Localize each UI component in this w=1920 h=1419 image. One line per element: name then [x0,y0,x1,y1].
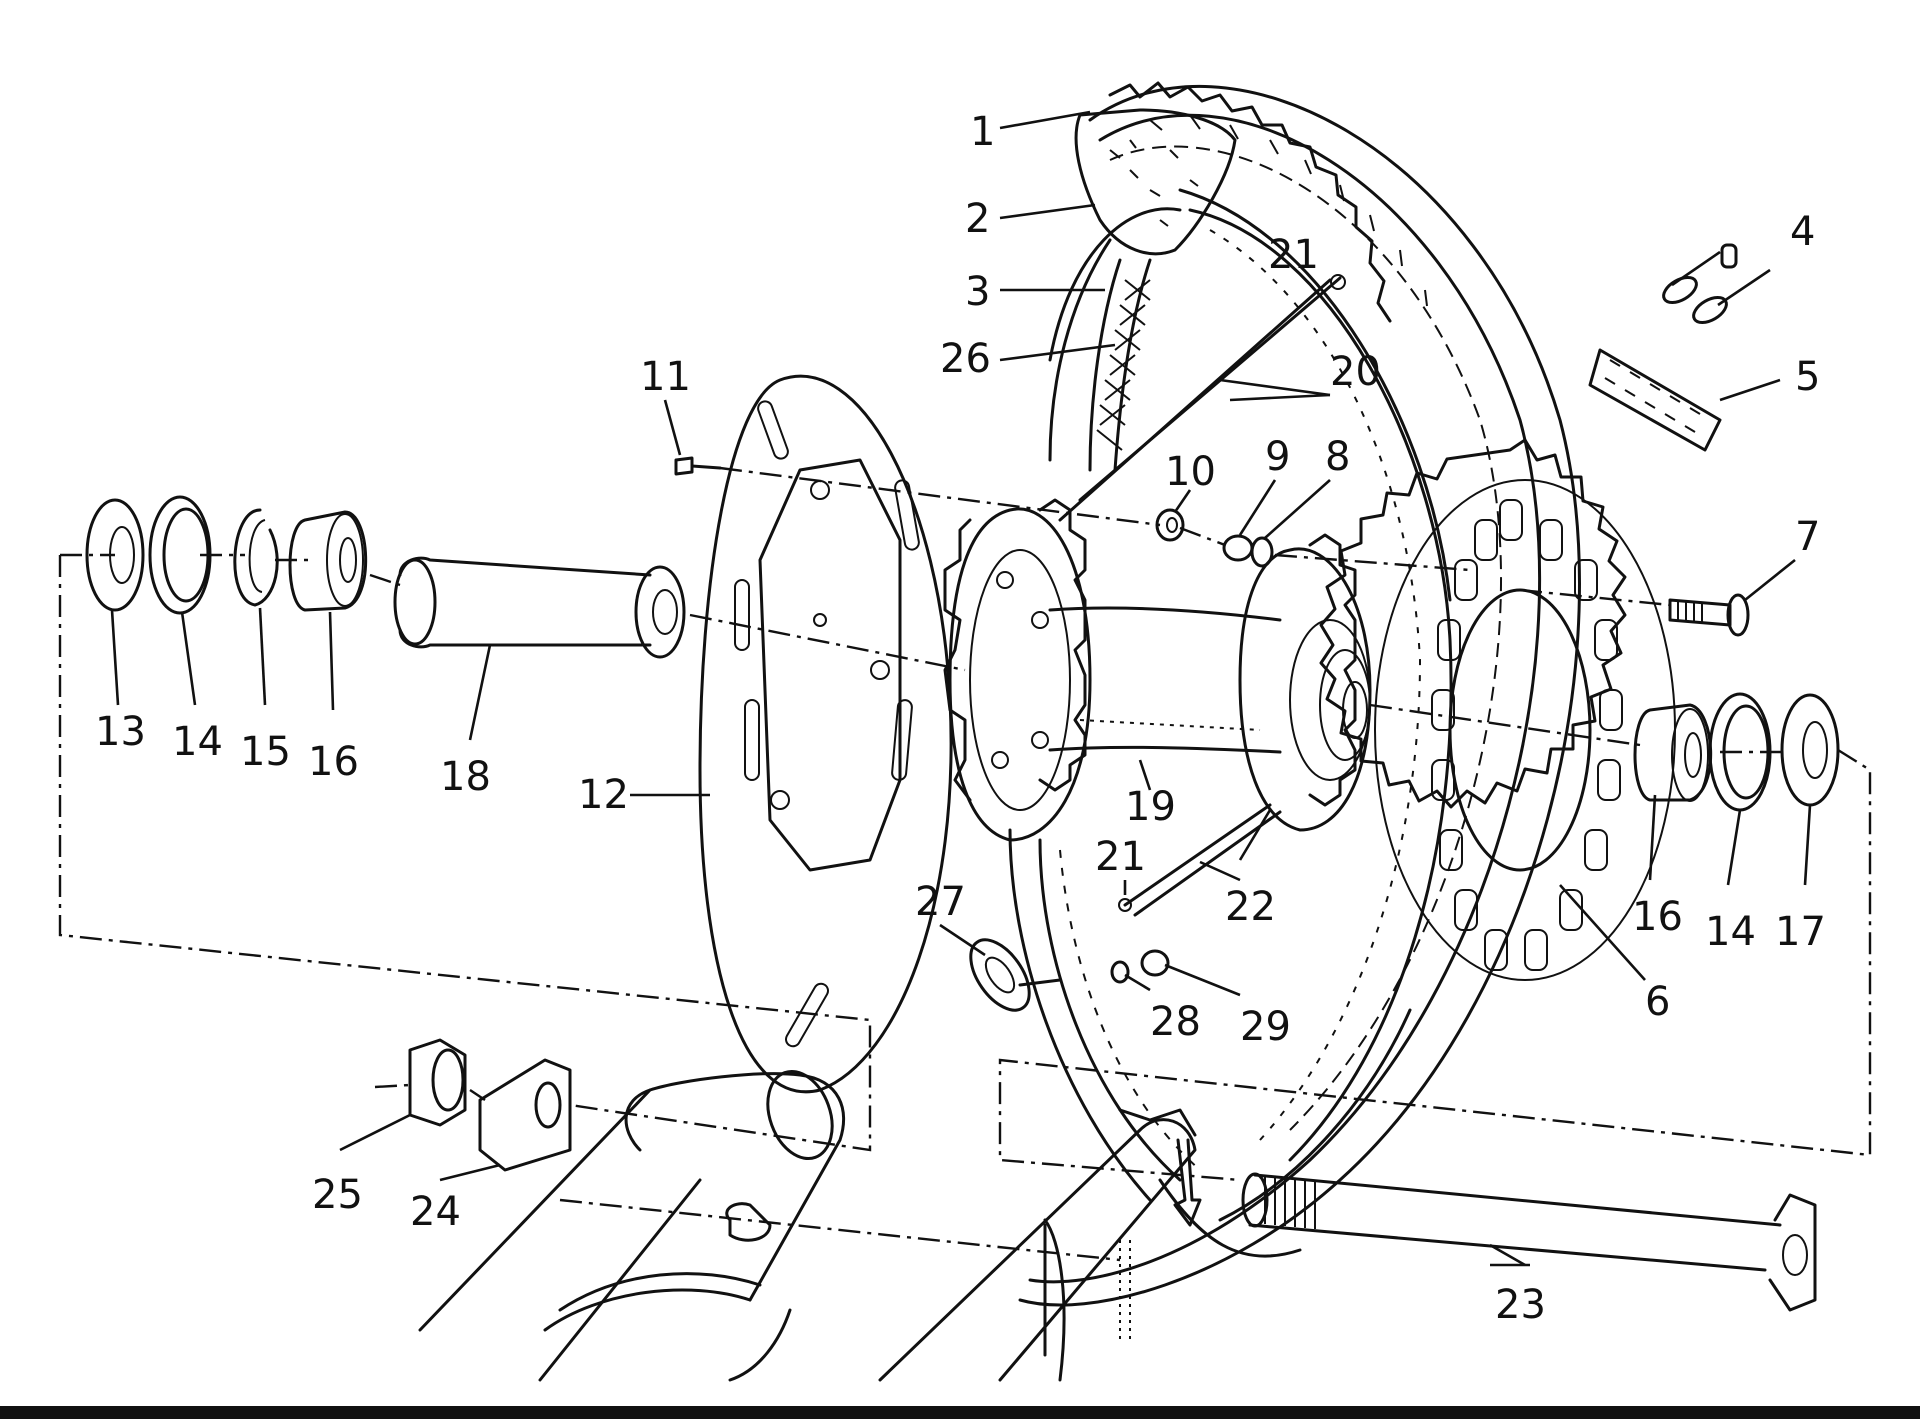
label-1: 1 [970,109,995,155]
drive-chain [1588,348,1722,452]
label-23: 23 [1495,1282,1546,1328]
label-14-left: 14 [172,719,223,765]
chain-adjuster-24 [478,1058,572,1172]
label-11: 11 [640,354,691,400]
washer-9 [1222,534,1254,562]
label-29: 29 [1240,1004,1291,1050]
part-number-labels: 1 2 3 26 21 20 4 5 11 10 9 8 7 13 14 15 … [95,109,1826,1328]
label-4: 4 [1790,209,1815,255]
label-15: 15 [240,729,291,775]
label-25: 25 [312,1172,363,1218]
master-link [1662,243,1738,324]
assembly-lines [58,466,1872,1262]
nut-10 [1155,508,1185,542]
label-19: 19 [1125,784,1176,830]
label-21-top: 21 [1268,232,1319,278]
label-27: 27 [915,879,966,925]
valve-nut-29 [1140,949,1170,977]
label-21-bottom: 21 [1095,834,1146,880]
circlip-15 [233,508,279,607]
label-2: 2 [965,196,990,242]
seal-17 [1780,693,1840,807]
spokes [1058,274,1346,917]
axle-nut-25 [408,1038,467,1127]
wheel-hub [943,498,1372,842]
label-16-left: 16 [308,739,359,785]
rear-axle [1241,1172,1817,1312]
bearing-16-left [288,510,368,612]
brake-disc [698,374,953,1094]
label-16-right: 16 [1632,894,1683,940]
label-14-right: 14 [1705,909,1756,955]
label-6: 6 [1645,979,1670,1025]
lock-washer-8 [1250,536,1274,568]
label-22: 22 [1225,884,1276,930]
swing-arm [418,1069,1202,1382]
label-5: 5 [1795,354,1820,400]
label-13: 13 [95,709,146,755]
leader-lines [110,110,1812,1267]
rear-tire [1008,81,1581,1307]
label-3: 3 [965,269,990,315]
label-9: 9 [1265,434,1290,480]
label-20: 20 [1330,349,1381,395]
label-17: 17 [1775,909,1826,955]
label-26: 26 [940,336,991,382]
label-28: 28 [1150,999,1201,1045]
screw-11 [674,456,722,476]
axle-spacer-18 [393,556,686,659]
bottom-border [0,1406,1920,1419]
label-10: 10 [1165,449,1216,495]
valve-27 [969,938,1062,1012]
label-24: 24 [410,1189,461,1235]
label-12: 12 [578,772,629,818]
label-8: 8 [1325,434,1350,480]
bolt-7 [1668,593,1750,637]
label-7: 7 [1795,514,1820,560]
bearing-16-right [1633,703,1713,802]
valve-washer-28 [1110,960,1130,984]
label-18: 18 [440,754,491,800]
